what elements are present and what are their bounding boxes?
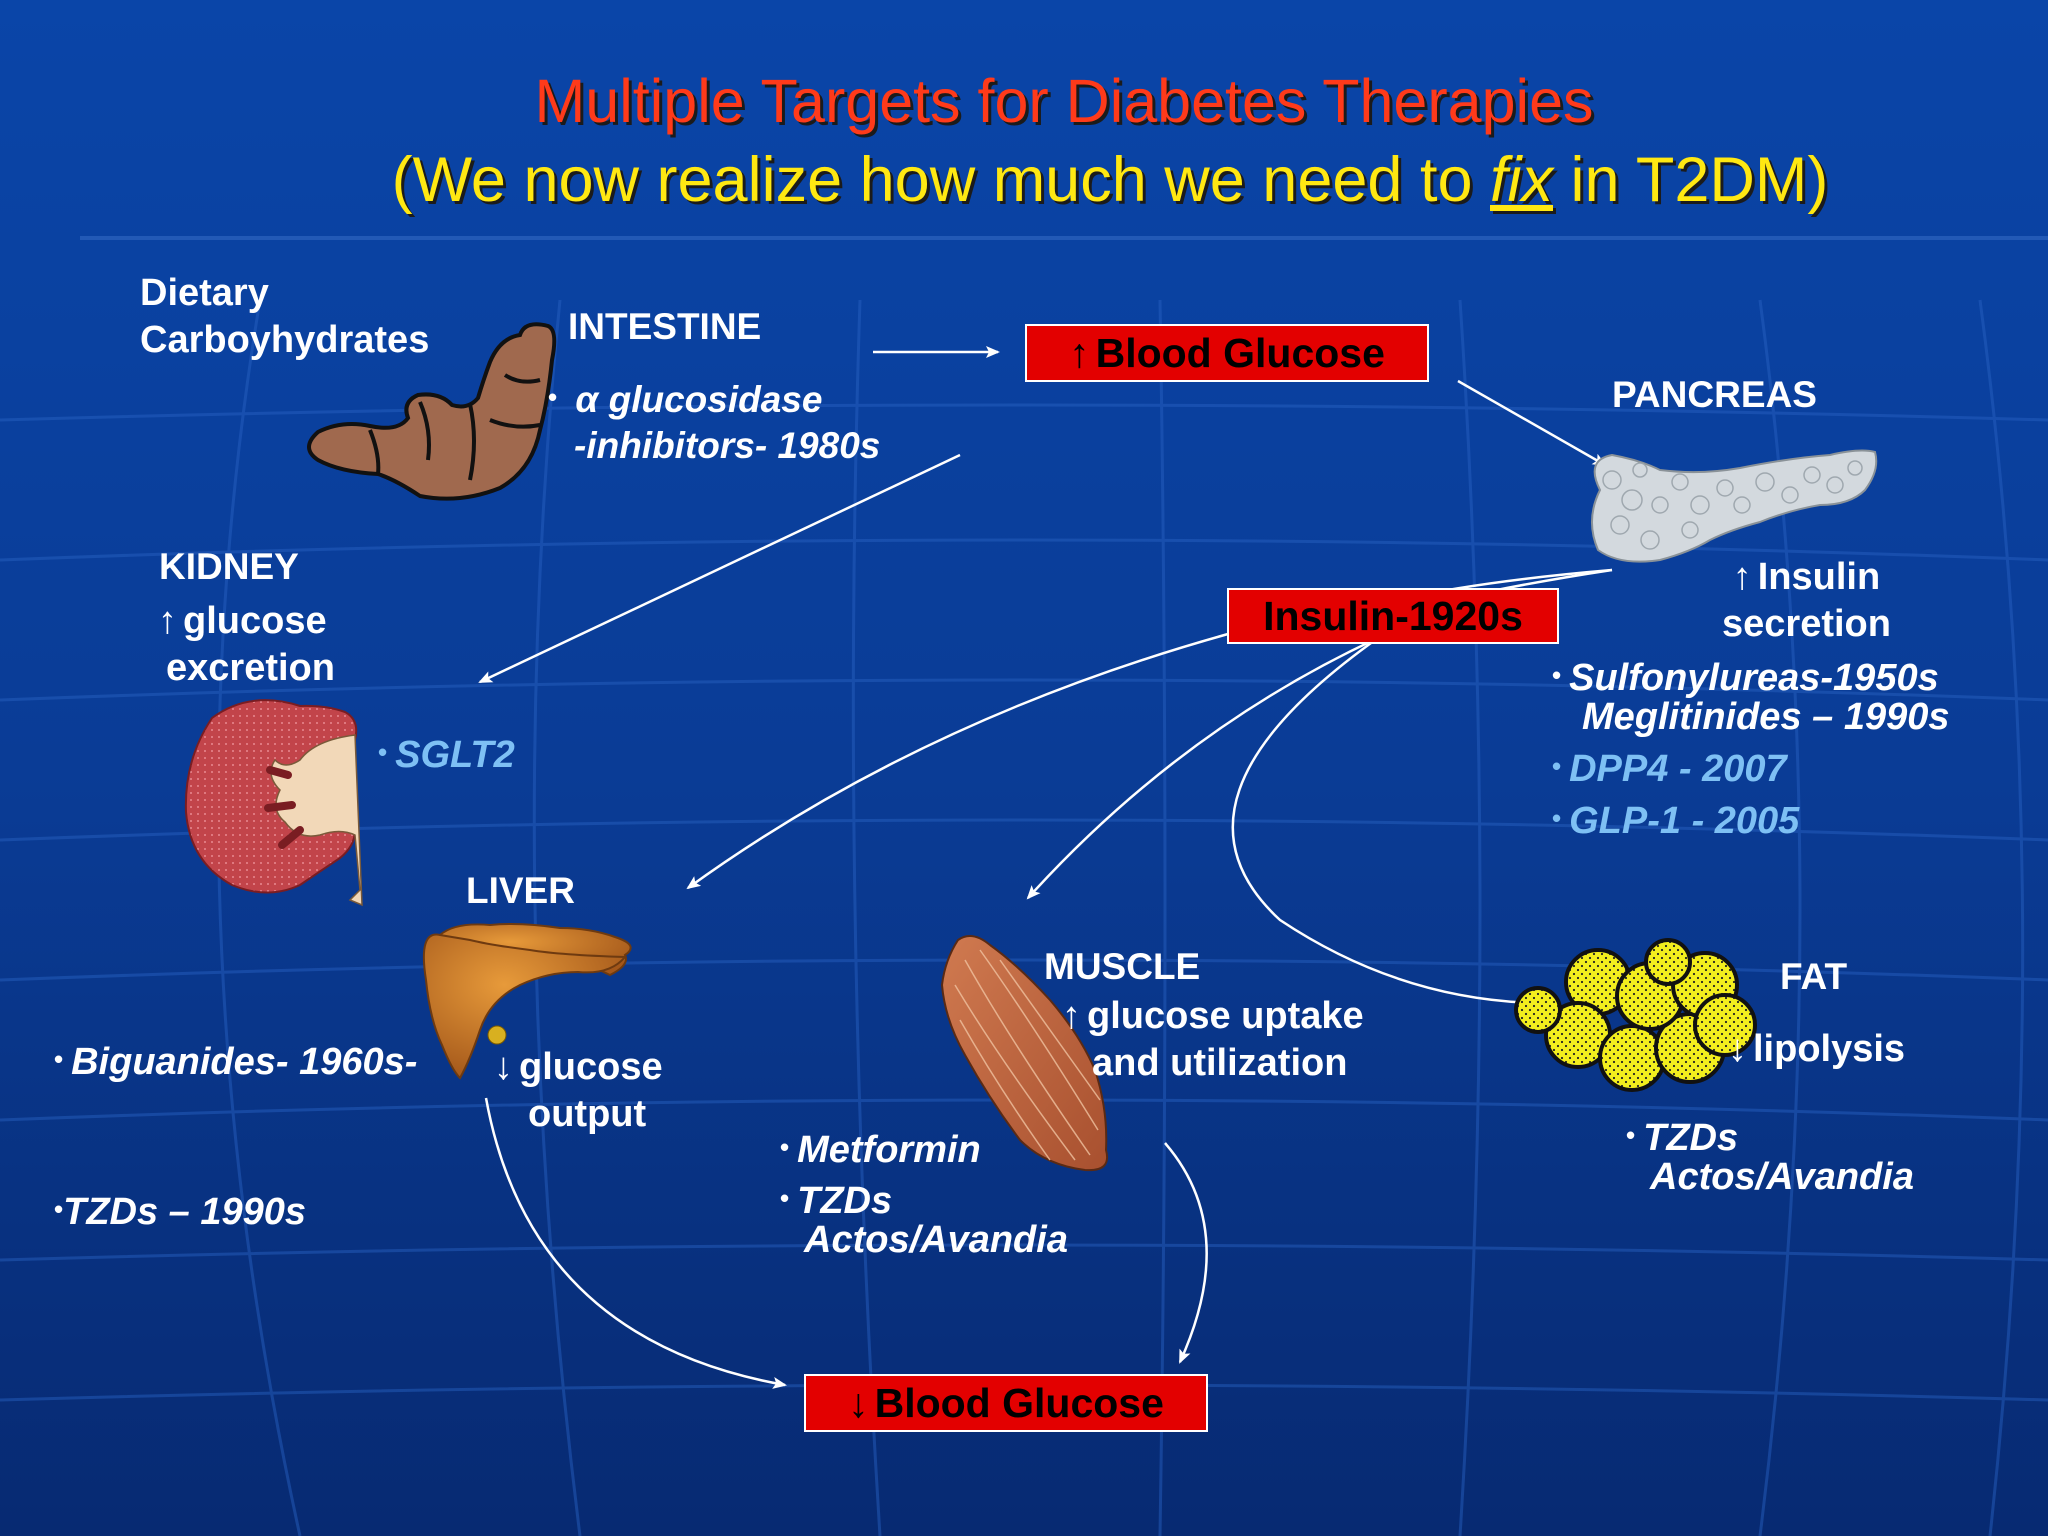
bullet: • xyxy=(780,1183,790,1213)
kidney-effect-line-1: glucose xyxy=(183,600,327,642)
up-arrow-icon: ↑ xyxy=(1069,330,1090,376)
muscle-label: MUSCLE xyxy=(1044,946,1201,987)
arrow-intestine-to-kidney xyxy=(478,453,961,684)
pancreas-icon xyxy=(1590,449,1878,563)
bullet: • xyxy=(548,382,558,412)
kidney-drug: •SGLT2 xyxy=(378,733,515,775)
insulin-box: Insulin-1920s xyxy=(1227,588,1559,644)
drug-actos-avandia-fat: Actos/Avandia xyxy=(1650,1156,1914,1198)
muscle-icon xyxy=(940,935,1108,1172)
subtitle-text-end: in T2DM) xyxy=(1553,145,1829,215)
muscle-effect: ↑glucose uptake and utilization xyxy=(1062,993,1364,1087)
blood-glucose-up-label: Blood Glucose xyxy=(1095,330,1385,376)
pancreas-label: PANCREAS xyxy=(1612,374,1817,415)
intestine-icon xyxy=(307,322,557,501)
bullet: • xyxy=(1552,751,1562,781)
bullet: • xyxy=(1552,803,1562,833)
arrow-liver-to-blood-glucose xyxy=(484,1097,787,1389)
liver-effect-line-2: output xyxy=(528,1093,647,1135)
bullet: • xyxy=(54,1044,64,1074)
intestine-label: INTESTINE xyxy=(568,306,762,347)
subtitle-fix-word: fix xyxy=(1490,145,1553,215)
fat-label: FAT xyxy=(1780,956,1848,997)
intestine-drug-line-2: -inhibitors- 1980s xyxy=(574,425,881,466)
pancreas-drug-list: •Sulfonylureas-1950s Meglitinides – 1990… xyxy=(1552,656,1950,841)
drug-tzds-muscle: TZDs xyxy=(797,1180,893,1222)
pancreas-effect-line-1: Insulin xyxy=(1757,556,1881,598)
arrow-blood-glucose-to-pancreas xyxy=(1457,379,1607,467)
liver-icon xyxy=(422,923,632,1080)
kidney-label: KIDNEY xyxy=(159,546,299,587)
up-arrow-icon: ↑ xyxy=(158,600,177,642)
muscle-effect-line-1: glucose uptake xyxy=(1087,995,1364,1037)
slide-title: Multiple Targets for Diabetes Therapies xyxy=(534,67,1594,135)
drug-tzds-fat: TZDs xyxy=(1643,1117,1739,1159)
bullet: • xyxy=(780,1132,790,1162)
arrow-insulin-to-muscle xyxy=(1026,636,1379,900)
liver-effect-line-1: glucose xyxy=(519,1046,663,1088)
down-arrow-icon: ↓ xyxy=(848,1380,869,1426)
arrow-muscle-to-blood-glucose xyxy=(1164,1142,1208,1364)
blood-glucose-increase-box: ↑Blood Glucose xyxy=(1025,324,1429,382)
intestine-drug: • α glucosidase -inhibitors- 1980s xyxy=(548,374,880,469)
subtitle-text-start: (We now realize how much we need to xyxy=(391,145,1490,215)
liver-label: LIVER xyxy=(466,870,575,911)
pancreas-effect-line-2: secretion xyxy=(1722,603,1891,645)
slide-subtitle: (We now realize how much we need to fix … xyxy=(0,144,2048,216)
drug-sulfonylureas: Sulfonylureas-1950s xyxy=(1569,657,1939,699)
drug-actos-avandia-muscle: Actos/Avandia xyxy=(804,1219,1068,1261)
bullet: • xyxy=(54,1194,64,1224)
kidney-effect: ↑glucose excretion xyxy=(158,598,335,692)
bullet: • xyxy=(378,737,388,767)
intestine-drug-line-1: α glucosidase xyxy=(575,379,823,420)
liver-drug-tzds: •TZDs – 1990s xyxy=(54,1190,306,1232)
up-arrow-icon: ↑ xyxy=(1062,995,1081,1037)
dietary-line-1: Dietary xyxy=(140,272,269,314)
dietary-carbohydrates-label: Dietary Carboyhydrates xyxy=(140,270,429,364)
kidney-icon xyxy=(184,699,363,907)
fat-icon xyxy=(1514,938,1757,1092)
down-arrow-icon: ↓ xyxy=(494,1046,513,1088)
muscle-drug-list: •Metformin •TZDs Actos/Avandia xyxy=(780,1128,1068,1260)
liver-drug-biguanides: •Biguanides- 1960s- xyxy=(54,1040,417,1082)
drug-tzds-liver: TZDs – 1990s xyxy=(63,1191,307,1233)
drug-biguanides: Biguanides- 1960s- xyxy=(71,1041,418,1083)
blood-glucose-decrease-box: ↓Blood Glucose xyxy=(804,1374,1208,1432)
dietary-line-2: Carboyhydrates xyxy=(140,319,430,361)
fat-drug: •TZDs Actos/Avandia xyxy=(1626,1116,1914,1197)
fat-effect: ↓lipolysis xyxy=(1728,1026,1905,1073)
kidney-effect-line-2: excretion xyxy=(166,647,335,689)
muscle-effect-line-2: and utilization xyxy=(1092,1042,1348,1084)
pancreas-effect: ↑Insulin secretion xyxy=(1722,554,1891,648)
up-arrow-icon: ↑ xyxy=(1732,556,1752,598)
bullet: • xyxy=(1552,660,1562,690)
drug-metformin: Metformin xyxy=(797,1129,981,1171)
arrow-insulin-to-liver xyxy=(686,632,1229,890)
bullet: • xyxy=(1626,1120,1636,1150)
liver-effect: ↓glucose output xyxy=(494,1044,663,1138)
drug-dpp4: DPP4 - 2007 xyxy=(1569,748,1787,790)
fat-effect-text: lipolysis xyxy=(1753,1028,1906,1070)
drug-glp1: GLP-1 - 2005 xyxy=(1569,800,1800,842)
down-arrow-icon: ↓ xyxy=(1728,1028,1747,1070)
blood-glucose-down-label: Blood Glucose xyxy=(874,1380,1164,1426)
arrow-insulin-to-fat xyxy=(1231,636,1540,1009)
drug-meglitinides: Meglitinides – 1990s xyxy=(1582,696,1950,738)
drug-sglt2: SGLT2 xyxy=(395,734,515,776)
